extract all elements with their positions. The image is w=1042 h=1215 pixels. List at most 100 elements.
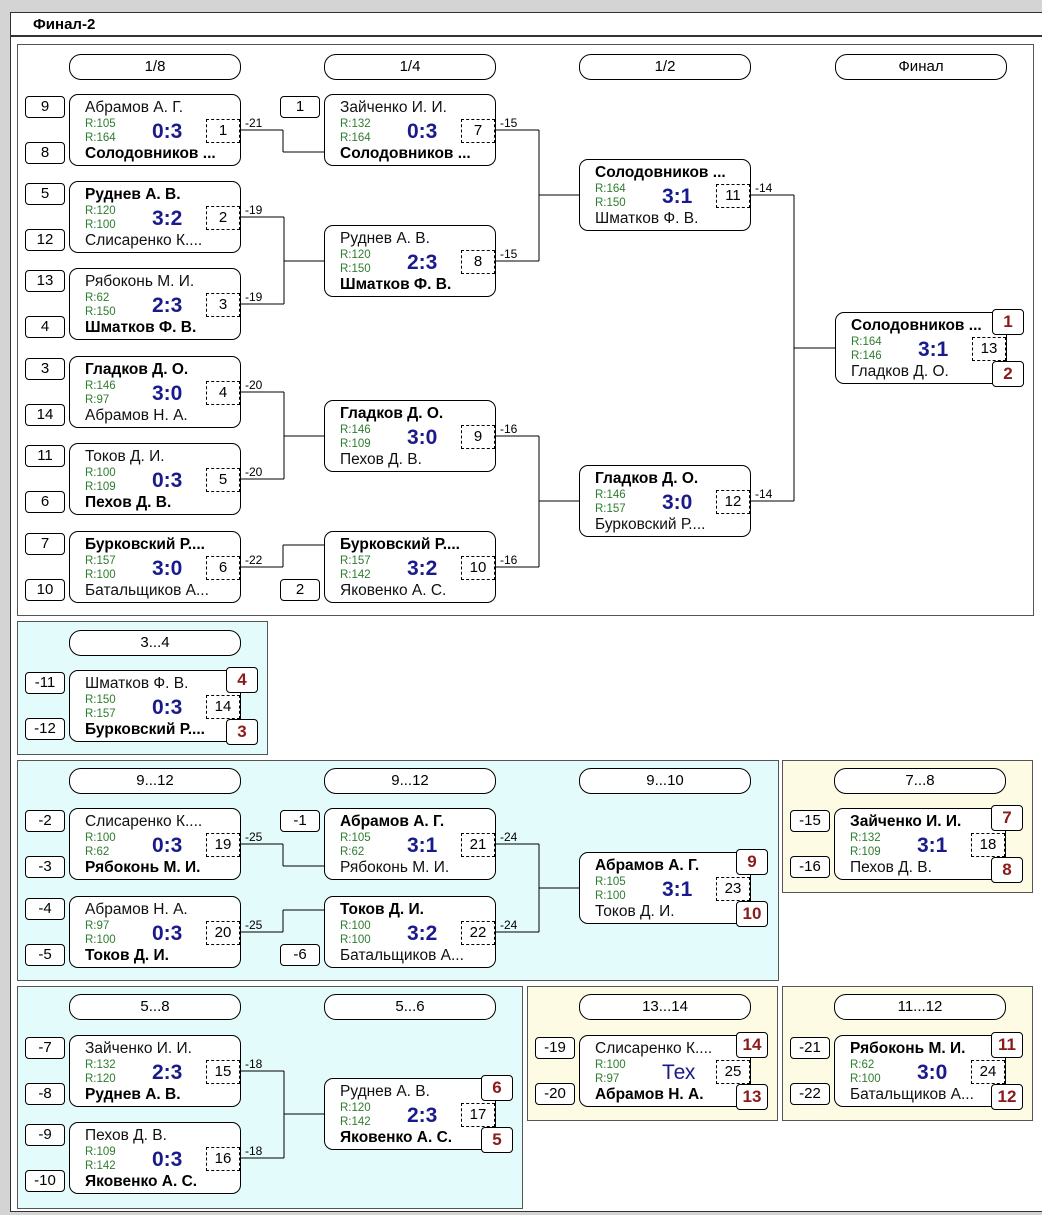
player-2-rating: R:109 <box>850 846 881 858</box>
round-header: Финал <box>835 54 1007 80</box>
match-score: 0:3 <box>152 1148 183 1171</box>
match-number: 3 <box>206 293 240 317</box>
match-score: 3:2 <box>152 207 183 230</box>
seed-box: 12 <box>25 229 65 251</box>
match-score: 0:3 <box>152 120 183 143</box>
seed-box: -1 <box>280 810 320 832</box>
seed-box: -7 <box>25 1037 65 1059</box>
round-header: 5...8 <box>69 994 241 1020</box>
round-header: 1/8 <box>69 54 241 80</box>
player-1-rating: R:62 <box>85 292 110 304</box>
player-2-name: Пехов Д. В. <box>340 451 422 468</box>
player-2-name: Бурковский Р.... <box>85 721 205 738</box>
player-2-name: Батальщиков А... <box>85 582 209 599</box>
place-badge: 12 <box>991 1084 1023 1110</box>
player-1-rating: R:120 <box>340 249 371 261</box>
player-2-rating: R:142 <box>340 1116 371 1128</box>
player-2-name: Руднев А. В. <box>85 1086 181 1103</box>
seed-box: 2 <box>280 579 320 601</box>
player-2-rating: R:150 <box>595 197 626 209</box>
seed-box: 14 <box>25 404 65 426</box>
player-2-name: Рябоконь М. И. <box>85 859 201 876</box>
player-1-rating: R:100 <box>595 1059 626 1071</box>
match-score: 3:1 <box>662 878 693 901</box>
player-2-rating: R:100 <box>85 934 116 946</box>
round-header: 5...6 <box>324 994 496 1020</box>
player-1-name: Слисаренко К.... <box>85 813 203 830</box>
match-score: 3:1 <box>918 338 949 361</box>
match-number: 23 <box>716 877 750 901</box>
player-2-rating: R:142 <box>340 569 371 581</box>
match-number: 18 <box>971 833 1005 857</box>
match-number: 5 <box>206 468 240 492</box>
match-score: 3:0 <box>152 557 183 580</box>
player-2-rating: R:109 <box>340 438 371 450</box>
player-1-rating: R:97 <box>85 920 110 932</box>
match-number: 15 <box>206 1060 240 1084</box>
player-2-rating: R:100 <box>85 219 116 231</box>
match-number: 24 <box>971 1060 1005 1084</box>
match-score: 2:3 <box>152 1061 183 1084</box>
match-score: 3:2 <box>407 922 438 945</box>
player-1-rating: R:132 <box>850 832 881 844</box>
place-badge: 10 <box>736 901 768 927</box>
player-2-rating: R:97 <box>595 1073 620 1085</box>
player-2-rating: R:97 <box>85 394 110 406</box>
place-badge: 1 <box>992 309 1024 335</box>
player-2-rating: R:150 <box>340 263 371 275</box>
place-badge: 9 <box>736 849 768 875</box>
match-score: 0:3 <box>152 469 183 492</box>
player-1-name: Бурковский Р.... <box>340 536 460 553</box>
match-score: 3:1 <box>407 834 438 857</box>
match-number: 17 <box>461 1103 495 1127</box>
match-number: 21 <box>461 833 495 857</box>
seed-box: -10 <box>25 1170 65 1192</box>
player-1-name: Абрамов А. Г. <box>595 857 700 874</box>
match-score: 0:3 <box>152 696 183 719</box>
match-number: 9 <box>461 425 495 449</box>
player-1-name: Солодовников ... <box>595 164 726 181</box>
player-2-rating: R:164 <box>340 132 371 144</box>
round-header: 7...8 <box>834 768 1006 794</box>
player-2-name: Яковенко А. С. <box>85 1173 198 1190</box>
player-2-name: Солодовников ... <box>340 145 471 162</box>
player-1-rating: R:100 <box>85 832 116 844</box>
match-number: 25 <box>716 1060 750 1084</box>
place-badge: 2 <box>992 361 1024 387</box>
player-2-name: Токов Д. И. <box>595 903 675 920</box>
seed-box: -3 <box>25 856 65 878</box>
player-1-name: Слисаренко К.... <box>595 1040 713 1057</box>
seed-box: -2 <box>25 810 65 832</box>
match-score: 3:0 <box>917 1061 948 1084</box>
place-badge: 4 <box>226 667 258 693</box>
player-1-rating: R:120 <box>340 1102 371 1114</box>
match-score: 3:0 <box>662 491 693 514</box>
seed-box: -4 <box>25 898 65 920</box>
player-2-rating: R:62 <box>340 846 365 858</box>
